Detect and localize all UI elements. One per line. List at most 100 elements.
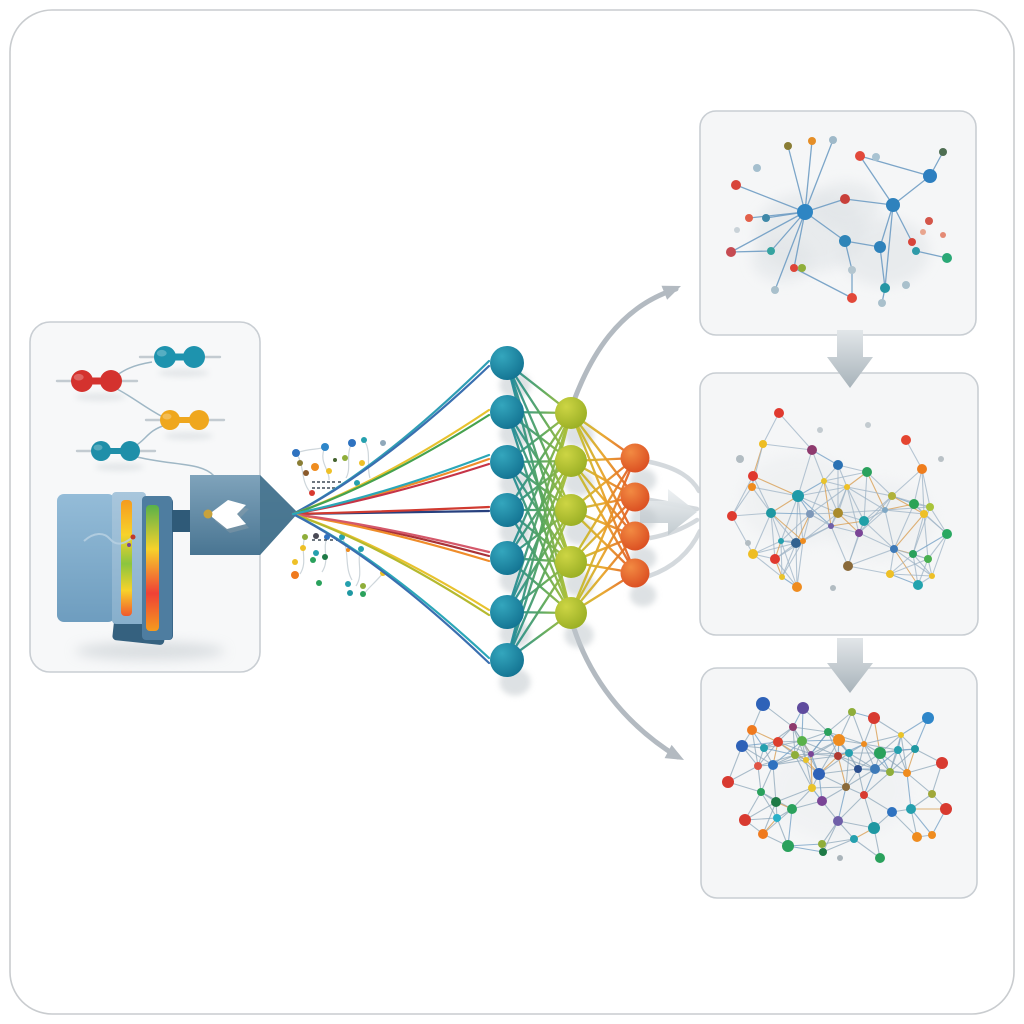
graph-node (787, 804, 797, 814)
graph-node (818, 840, 826, 848)
background-blob (839, 218, 929, 286)
graph-node (833, 508, 843, 518)
graph-edge (805, 755, 839, 761)
graph-edge (912, 553, 933, 577)
graph-node (924, 555, 932, 563)
graph-edge (889, 748, 916, 773)
graph-node (731, 180, 741, 190)
graph-node (868, 712, 880, 724)
stage-panel-medium-graph (699, 372, 979, 636)
graph-edge (752, 512, 772, 555)
graph-node (808, 751, 814, 757)
graph-node (792, 490, 804, 502)
graph-node (940, 803, 952, 815)
graph-edge (802, 525, 832, 542)
graph-node (908, 238, 916, 246)
graph-edge (830, 520, 865, 527)
scatter-dot (292, 559, 298, 565)
graph-edge (921, 468, 931, 508)
graph-node (837, 855, 843, 861)
graph-edge (792, 726, 829, 733)
graph-node (774, 408, 784, 418)
graph-edge (804, 139, 834, 213)
graph-edge (757, 765, 762, 793)
graph-edge (848, 752, 876, 770)
edge-hidden-output (569, 412, 637, 574)
graph-node (817, 427, 823, 433)
graph-edge (757, 754, 796, 767)
neuron (490, 541, 524, 575)
scatter-dot (380, 440, 386, 446)
graph-edge (818, 768, 859, 775)
scatter-dot (326, 468, 332, 474)
graph-node (833, 460, 843, 470)
graph-node (886, 768, 894, 776)
edge-input-hidden (506, 412, 572, 511)
graph-node (854, 765, 862, 773)
graph-edge (889, 734, 902, 773)
graph-edge (889, 573, 933, 577)
graph-node (942, 529, 952, 539)
graph-edge (906, 762, 943, 774)
graph-node (819, 848, 827, 856)
graph-edge (809, 486, 848, 515)
graph-node (797, 204, 813, 220)
scatter-dot (292, 449, 300, 457)
graph-edge (823, 480, 839, 514)
scatter-dot (300, 545, 306, 551)
dumbbell-shadow (75, 393, 126, 401)
graph-node (771, 797, 781, 807)
graph-edge (931, 533, 948, 577)
graph-edge (796, 540, 804, 588)
graph-node (868, 822, 880, 834)
scatter-dot (316, 580, 322, 586)
graph-edge (846, 486, 886, 511)
fan-line (291, 364, 491, 516)
graph-edge (774, 211, 806, 291)
neuron (620, 558, 650, 588)
dumbbell-bar (165, 353, 194, 361)
graph-edge (863, 771, 891, 796)
dumbbell-ball (100, 370, 122, 392)
graph-node (886, 570, 894, 578)
scatter-glyph (324, 539, 327, 541)
graph-node (834, 752, 842, 760)
graph-node (830, 585, 836, 591)
graph-edge (780, 540, 798, 588)
graph-node (736, 740, 748, 752)
graph-edge (857, 743, 865, 770)
graph-edge (879, 246, 886, 289)
graph-node (726, 247, 736, 257)
graph-edge (830, 525, 849, 567)
graph-edge (787, 145, 806, 213)
fan-line (291, 512, 491, 665)
graph-node (845, 749, 853, 757)
graph-edge (823, 471, 868, 482)
graph-edge (810, 752, 850, 755)
graph-node (906, 804, 916, 814)
background-blob (812, 182, 880, 230)
graph-edge (805, 759, 813, 789)
graph-edge (879, 204, 894, 248)
neuron (555, 494, 587, 526)
graph-edge (837, 820, 875, 829)
graph-node (848, 266, 856, 274)
stage-down-arrows (827, 330, 873, 693)
graph-edge (884, 204, 894, 289)
graph-edge (793, 211, 806, 269)
scatter-glyph (312, 481, 315, 483)
graph-edge (857, 768, 865, 796)
scatter-dot (291, 571, 299, 579)
graph-edge (844, 198, 894, 206)
graph-node (898, 732, 904, 738)
scatter-dot (339, 534, 345, 540)
graph-node (886, 198, 900, 212)
scatter-dot (311, 463, 319, 471)
graph-node (855, 529, 863, 537)
graph-edge (884, 506, 931, 511)
graph-edge (731, 475, 754, 517)
neuron (490, 346, 524, 380)
book-watermark-dot (127, 543, 131, 547)
graph-edge (751, 729, 759, 767)
graph-node (870, 764, 880, 774)
